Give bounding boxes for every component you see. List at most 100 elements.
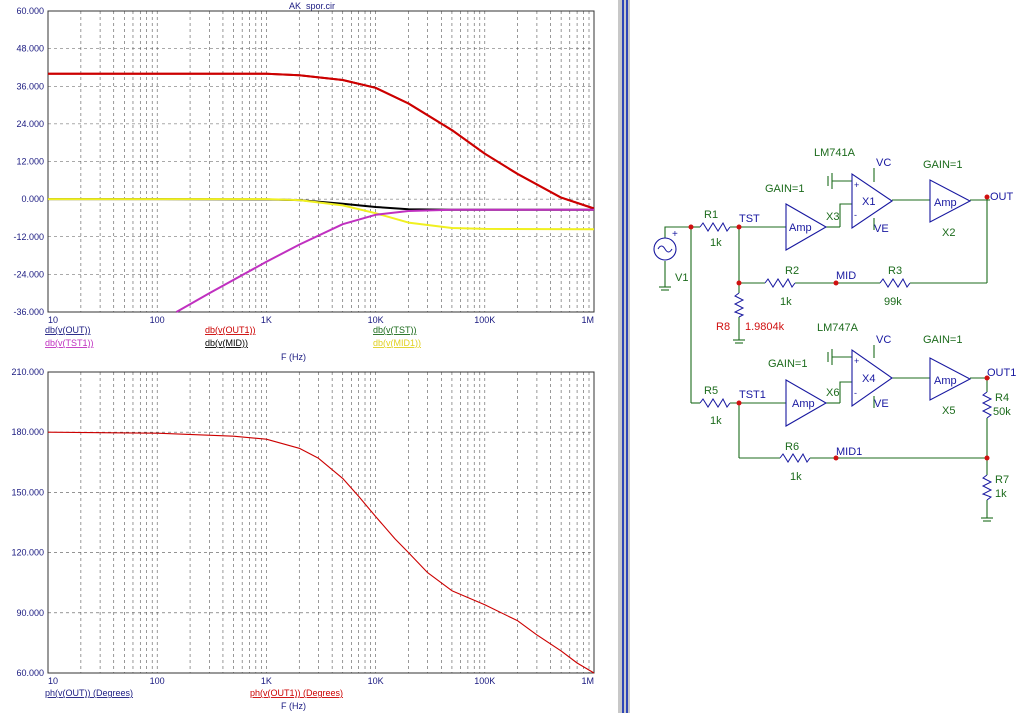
x-axis-label: F (Hz): [281, 352, 306, 362]
resistor-r1: [699, 221, 731, 232]
legend-entry: ph(v(OUT1)) (Degrees): [250, 688, 343, 698]
y-tick-label: 180.000: [11, 427, 44, 437]
series-line: [48, 198, 595, 231]
label-ve-2: VE: [874, 398, 889, 410]
label-amp-x3: Amp: [789, 222, 812, 234]
y-tick-label: 24.000: [16, 119, 44, 129]
label-x2: X2: [942, 227, 955, 239]
value-r1: 1k: [710, 237, 722, 249]
y-tick-label: 120.000: [11, 548, 44, 558]
value-r8: 1.9804k: [745, 321, 785, 333]
plot-frame: [47, 10, 595, 313]
amp-x3: [785, 203, 828, 251]
svg-text:+: +: [672, 229, 678, 240]
series-line: [48, 198, 594, 211]
x-tick-label: 1K: [261, 315, 272, 325]
legend-entry: db(v(MID)): [205, 338, 248, 348]
legend-entry: db(v(OUT1)): [205, 325, 256, 335]
label-r6: R6: [785, 441, 799, 453]
schematic-pane[interactable]: +: [630, 0, 1028, 713]
opamp-x1: [851, 172, 893, 230]
label-r7: R7: [995, 474, 1009, 486]
x-tick-label: 10K: [368, 676, 384, 686]
schematic-canvas[interactable]: +: [630, 0, 1028, 713]
label-gain-x3: GAIN=1: [765, 183, 804, 195]
label-lm747: LM747A: [817, 322, 859, 334]
label-x4: X4: [862, 373, 875, 385]
value-r4: 50k: [993, 406, 1011, 418]
value-r6: 1k: [790, 471, 802, 483]
x-tick-label: 100: [150, 315, 165, 325]
pane-splitter[interactable]: [618, 0, 630, 713]
opamp-x4-plus: +: [854, 356, 859, 366]
net-out1: OUT1: [987, 367, 1016, 379]
label-r2: R2: [785, 265, 799, 277]
label-amp-x2: Amp: [934, 197, 957, 209]
value-r5: 1k: [710, 415, 722, 427]
x-tick-label: 1M: [581, 676, 594, 686]
label-r5: R5: [704, 385, 718, 397]
label-x6: X6: [826, 387, 839, 399]
label-v1: V1: [675, 272, 688, 284]
y-tick-label: 48.000: [16, 44, 44, 54]
junction-dots: [688, 194, 990, 461]
label-r3: R3: [888, 265, 902, 277]
label-gain-x5: GAIN=1: [923, 334, 962, 346]
x-axis-label: F (Hz): [281, 701, 306, 711]
label-amp-x5: Amp: [934, 375, 957, 387]
x-tick-label: 100: [150, 676, 165, 686]
amplifiers: [785, 172, 972, 427]
opamp-x1-minus: -: [854, 210, 857, 220]
x-tick-label: 1M: [581, 315, 594, 325]
y-tick-label: 36.000: [16, 81, 44, 91]
net-tst1: TST1: [739, 389, 766, 401]
label-x3: X3: [826, 211, 839, 223]
y-tick-label: 60.000: [16, 6, 44, 16]
series-line: [48, 72, 595, 210]
label-gain-x2: GAIN=1: [923, 159, 962, 171]
label-x5: X5: [942, 405, 955, 417]
x-tick-label: 10: [48, 315, 58, 325]
amp-x6: [785, 379, 828, 427]
resistor-r8: [733, 292, 745, 318]
label-r4: R4: [995, 392, 1009, 404]
value-r2: 1k: [780, 296, 792, 308]
y-tick-label: 210.000: [11, 367, 44, 377]
y-tick-label: 12.000: [16, 157, 44, 167]
label-gain-x6: GAIN=1: [768, 358, 807, 370]
label-x1: X1: [862, 196, 875, 208]
label-vc-1: VC: [876, 157, 891, 169]
label-ve-1: VE: [874, 223, 889, 235]
voltage-source-v1[interactable]: +: [653, 229, 678, 261]
net-out: OUT: [990, 191, 1014, 203]
opamp-x1-plus: +: [854, 180, 859, 190]
resistor-r5: [699, 397, 731, 408]
x-tick-label: 100K: [474, 315, 495, 325]
legend-entry: db(v(OUT)): [45, 325, 91, 335]
label-r1: R1: [704, 209, 718, 221]
y-tick-label: 60.000: [16, 668, 44, 678]
x-tick-label: 10: [48, 676, 58, 686]
label-amp-x6: Amp: [792, 398, 815, 410]
resistor-r4: [981, 391, 993, 419]
y-tick-label: -24.000: [13, 269, 44, 279]
resistor-r7: [981, 474, 993, 501]
net-mid1: MID1: [836, 446, 862, 458]
y-tick-label: -36.000: [13, 307, 44, 317]
net-tst: TST: [739, 213, 760, 225]
amp-x2: [929, 179, 972, 223]
legend-entry: ph(v(OUT)) (Degrees): [45, 688, 133, 698]
plot-area: AK_spor.cir 60.00048.00036.00024.00012.0…: [11, 1, 595, 711]
label-lm741: LM741A: [814, 147, 856, 159]
resistor-r2: [764, 277, 796, 288]
x-tick-label: 100K: [474, 676, 495, 686]
x-tick-label: 10K: [368, 315, 384, 325]
label-vc-2: VC: [876, 334, 891, 346]
y-tick-label: -12.000: [13, 232, 44, 242]
opamp-x4: [851, 348, 893, 408]
value-r7: 1k: [995, 488, 1007, 500]
legend-entry: db(v(MID1)): [373, 338, 421, 348]
resistor-r6: [779, 452, 811, 463]
series-line: [47, 431, 595, 674]
